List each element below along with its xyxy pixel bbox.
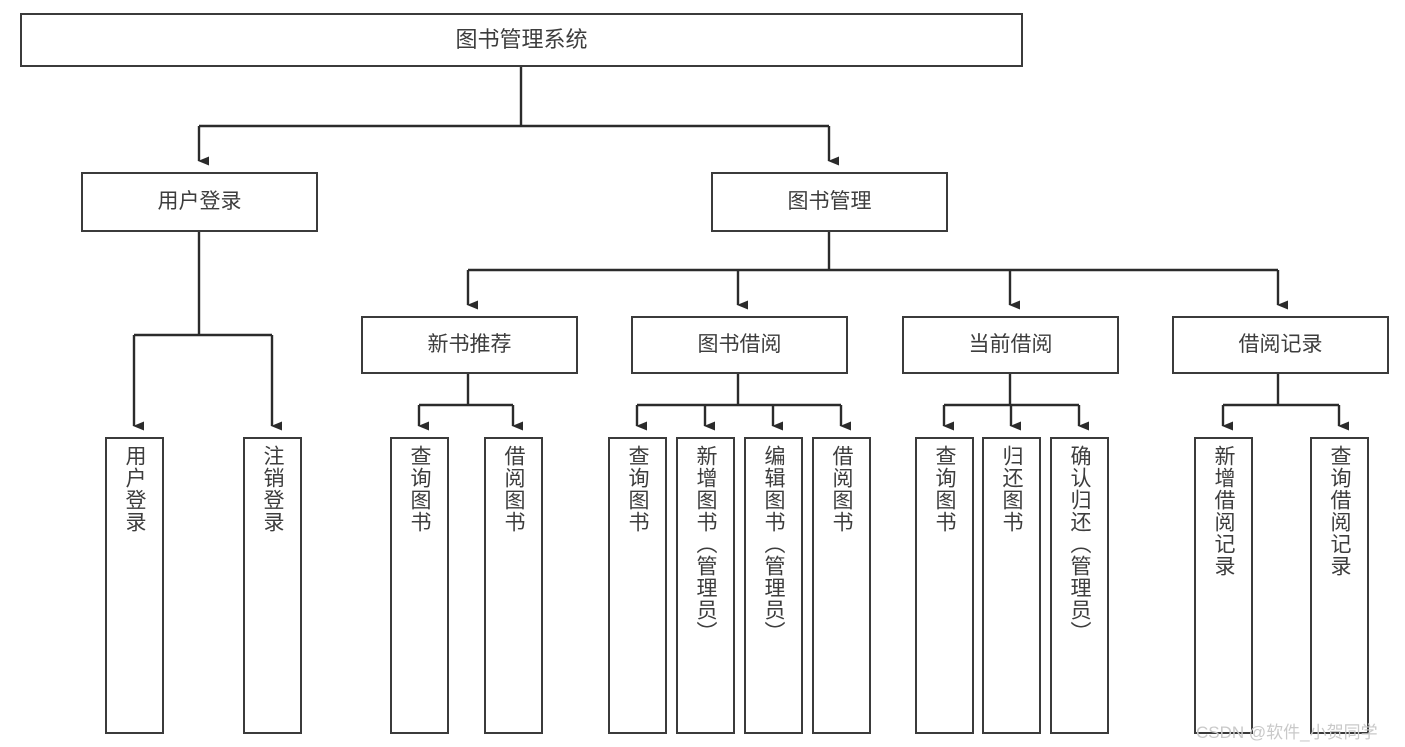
leaf-query-book-current[interactable]: 查询图书: [915, 437, 974, 734]
leaf-logout[interactable]: 注销登录: [243, 437, 302, 734]
leaf-user-login[interactable]: 用户登录: [105, 437, 164, 734]
node-label: 借阅图书: [502, 445, 525, 533]
node-label: 借阅图书: [830, 445, 853, 533]
node-label: 图书管理系统: [455, 27, 588, 53]
leaf-query-book-recommend[interactable]: 查询图书: [390, 437, 449, 734]
connector-lines: [132, 67, 1349, 431]
node-new-book-recommend[interactable]: 新书推荐: [361, 316, 578, 374]
node-label: 注销登录: [261, 445, 284, 533]
node-label: 查询图书: [408, 445, 431, 533]
leaf-borrow-book-recommend[interactable]: 借阅图书: [484, 437, 543, 734]
node-label: 编辑图书（管理员）: [762, 445, 785, 643]
node-book-manage[interactable]: 图书管理: [711, 172, 948, 232]
node-label: 新增借阅记录: [1212, 445, 1235, 577]
node-label: 确认归还（管理员）: [1068, 445, 1091, 643]
node-label: 查询图书: [626, 445, 649, 533]
node-root-system[interactable]: 图书管理系统: [20, 13, 1023, 67]
node-label: 图书借阅: [697, 332, 782, 356]
node-label: 新书推荐: [427, 332, 512, 356]
leaf-edit-book-admin[interactable]: 编辑图书（管理员）: [744, 437, 803, 734]
leaf-query-book-borrow[interactable]: 查询图书: [608, 437, 667, 734]
leaf-return-book[interactable]: 归还图书: [982, 437, 1041, 734]
node-label: 借阅记录: [1238, 332, 1323, 356]
node-label: 查询借阅记录: [1328, 445, 1351, 577]
leaf-confirm-return-admin[interactable]: 确认归还（管理员）: [1050, 437, 1109, 734]
node-label: 当前借阅: [968, 332, 1053, 356]
node-borrow-record[interactable]: 借阅记录: [1172, 316, 1389, 374]
node-label: 新增图书（管理员）: [694, 445, 717, 643]
node-user-login[interactable]: 用户登录: [81, 172, 318, 232]
node-current-borrow[interactable]: 当前借阅: [902, 316, 1119, 374]
node-label: 归还图书: [1000, 445, 1023, 533]
node-book-borrow[interactable]: 图书借阅: [631, 316, 848, 374]
node-label: 用户登录: [123, 445, 146, 533]
leaf-add-borrow-record[interactable]: 新增借阅记录: [1194, 437, 1253, 734]
node-label: 查询图书: [933, 445, 956, 533]
node-label: 图书管理: [787, 189, 872, 213]
node-label: 用户登录: [157, 189, 242, 213]
leaf-query-borrow-record[interactable]: 查询借阅记录: [1310, 437, 1369, 734]
leaf-add-book-admin[interactable]: 新增图书（管理员）: [676, 437, 735, 734]
leaf-borrow-book[interactable]: 借阅图书: [812, 437, 871, 734]
